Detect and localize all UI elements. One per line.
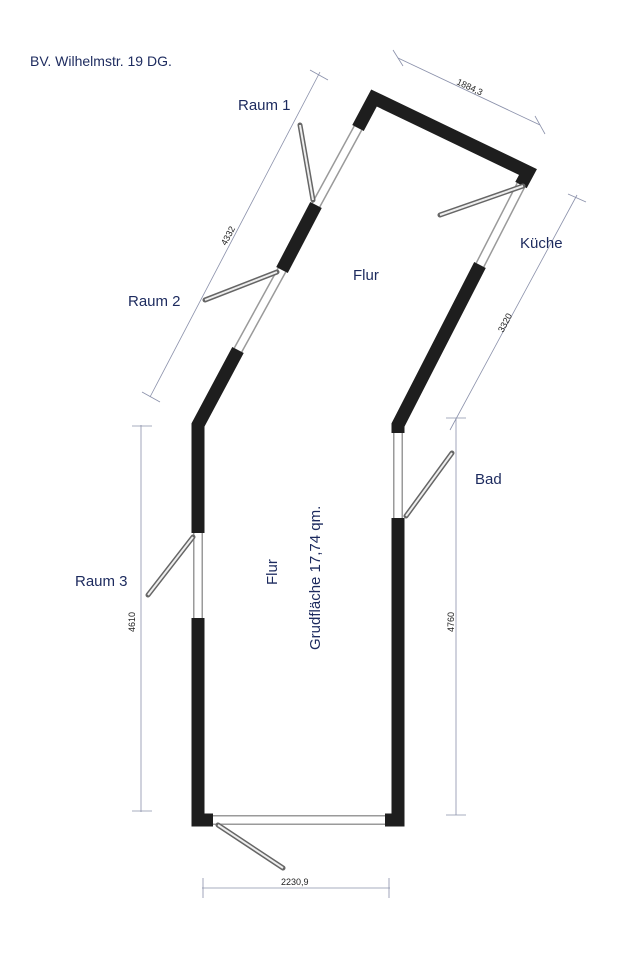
dimension-lines: [132, 49, 587, 898]
label-kueche: Küche: [520, 235, 563, 252]
dim-top: 1884,3: [455, 77, 484, 98]
label-flur-top: Flur: [353, 267, 379, 284]
dim-bottom: 2230,9: [281, 877, 309, 887]
label-flur-bottom: Flur: [264, 559, 281, 585]
door-openings: [193, 125, 526, 825]
door-leaves: [145, 122, 526, 871]
dim-right-diagonal: 3320: [496, 312, 514, 334]
dim-left-vertical: 4610: [127, 612, 137, 632]
label-raum-2: Raum 2: [128, 293, 181, 310]
label-raum-3: Raum 3: [75, 573, 128, 590]
label-bad: Bad: [475, 471, 502, 488]
plan-title: BV. Wilhelmstr. 19 DG.: [30, 53, 172, 69]
label-raum-1: Raum 1: [238, 97, 291, 114]
area-label: Grudfläche 17,74 qm.: [307, 506, 324, 650]
dim-right-vertical: 4760: [446, 612, 456, 632]
walls: [191, 89, 537, 827]
